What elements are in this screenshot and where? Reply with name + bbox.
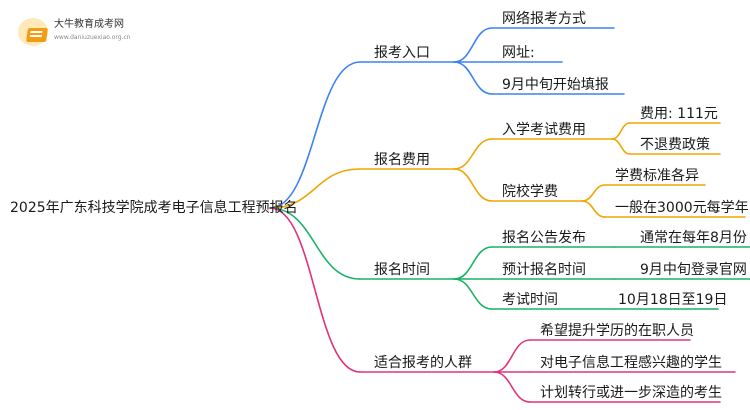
branch-fees: 报名费用 bbox=[374, 152, 430, 168]
graduation-book-icon bbox=[18, 18, 48, 46]
time-registration: 预计报名时间 bbox=[502, 262, 586, 278]
audience-working: 希望提升学历的在职人员 bbox=[540, 323, 694, 339]
connector-audience-0 bbox=[493, 339, 531, 373]
fees-tuition-typical: 一般在3000元每学年 bbox=[615, 200, 749, 216]
time-announcement-detail: 通常在每年8月份 bbox=[640, 230, 747, 246]
connector-time-2 bbox=[453, 278, 493, 310]
fees-exam-policy: 不退费政策 bbox=[640, 137, 710, 153]
connector-fees-exam-1 bbox=[611, 138, 631, 155]
time-exam: 考试时间 bbox=[502, 292, 558, 308]
time-announcement: 报名公告发布 bbox=[502, 230, 586, 246]
connector-entry-0 bbox=[453, 27, 493, 63]
time-exam-detail: 10月18日至19日 bbox=[618, 292, 728, 308]
fees-exam-amount: 费用: 111元 bbox=[640, 106, 718, 122]
connector-fees-tuition-0 bbox=[581, 184, 606, 202]
entry-method: 网络报考方式 bbox=[502, 11, 586, 27]
logo-url: www.daniuzuexiao.org.cn bbox=[54, 34, 131, 41]
connector-fees-tuition-1 bbox=[581, 200, 606, 218]
connector-root-0 bbox=[269, 61, 361, 209]
connector-root-2 bbox=[269, 207, 361, 280]
connector-fees-0 bbox=[453, 138, 493, 170]
connector-entry-2 bbox=[453, 61, 493, 95]
time-registration-detail: 9月中旬登录官网 bbox=[640, 262, 747, 278]
fees-tuition: 院校学费 bbox=[502, 184, 558, 200]
logo-name: 大牛教育成考网 bbox=[54, 19, 124, 30]
branch-entry: 报考入口 bbox=[374, 45, 430, 61]
audience-career-change: 计划转行或进一步深造的考生 bbox=[540, 385, 722, 401]
connector-root-3 bbox=[269, 207, 361, 373]
connector-fees-exam-0 bbox=[611, 122, 631, 140]
site-logo: 大牛教育成考网 www.daniuzuexiao.org.cn bbox=[14, 14, 164, 50]
branch-time: 报名时间 bbox=[374, 262, 430, 278]
connector-fees-1 bbox=[453, 168, 493, 202]
audience-students: 对电子信息工程感兴趣的学生 bbox=[540, 355, 722, 371]
fees-tuition-standard: 学费标准各异 bbox=[615, 168, 699, 184]
branch-audience: 适合报考的人群 bbox=[374, 355, 472, 371]
connector-time-0 bbox=[453, 246, 493, 280]
connector-audience-2 bbox=[493, 371, 531, 403]
root-topic: 2025年广东科技学院成考电子信息工程预报名 bbox=[10, 200, 298, 216]
connector-root-1 bbox=[269, 168, 361, 209]
fees-exam: 入学考试费用 bbox=[502, 122, 586, 138]
entry-start: 9月中旬开始填报 bbox=[502, 77, 609, 93]
entry-url: 网址: bbox=[502, 45, 535, 61]
